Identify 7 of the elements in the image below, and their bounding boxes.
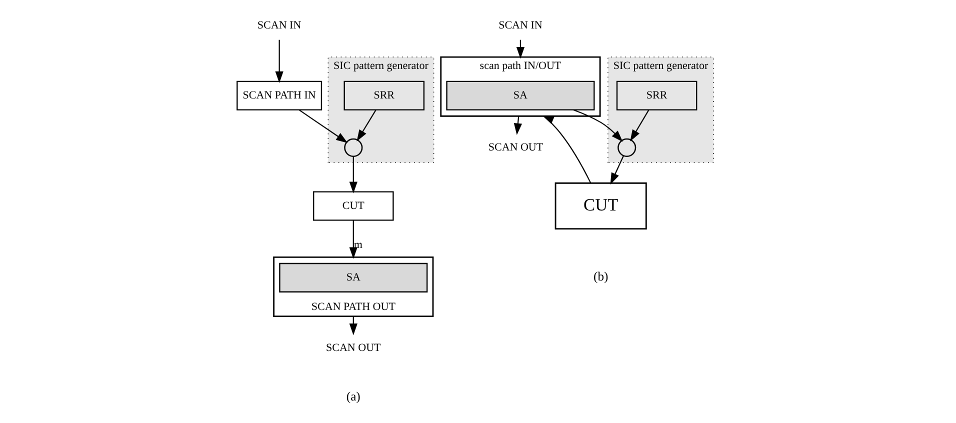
label: (a)	[346, 389, 360, 404]
label: (b)	[593, 270, 608, 284]
node-text: SCAN IN	[498, 19, 542, 32]
edge-label: m	[353, 238, 362, 251]
node-text: SCAN IN	[256, 19, 301, 32]
node-text: SCAN OUT	[488, 142, 543, 154]
node-text: SCAN OUT	[326, 342, 380, 354]
